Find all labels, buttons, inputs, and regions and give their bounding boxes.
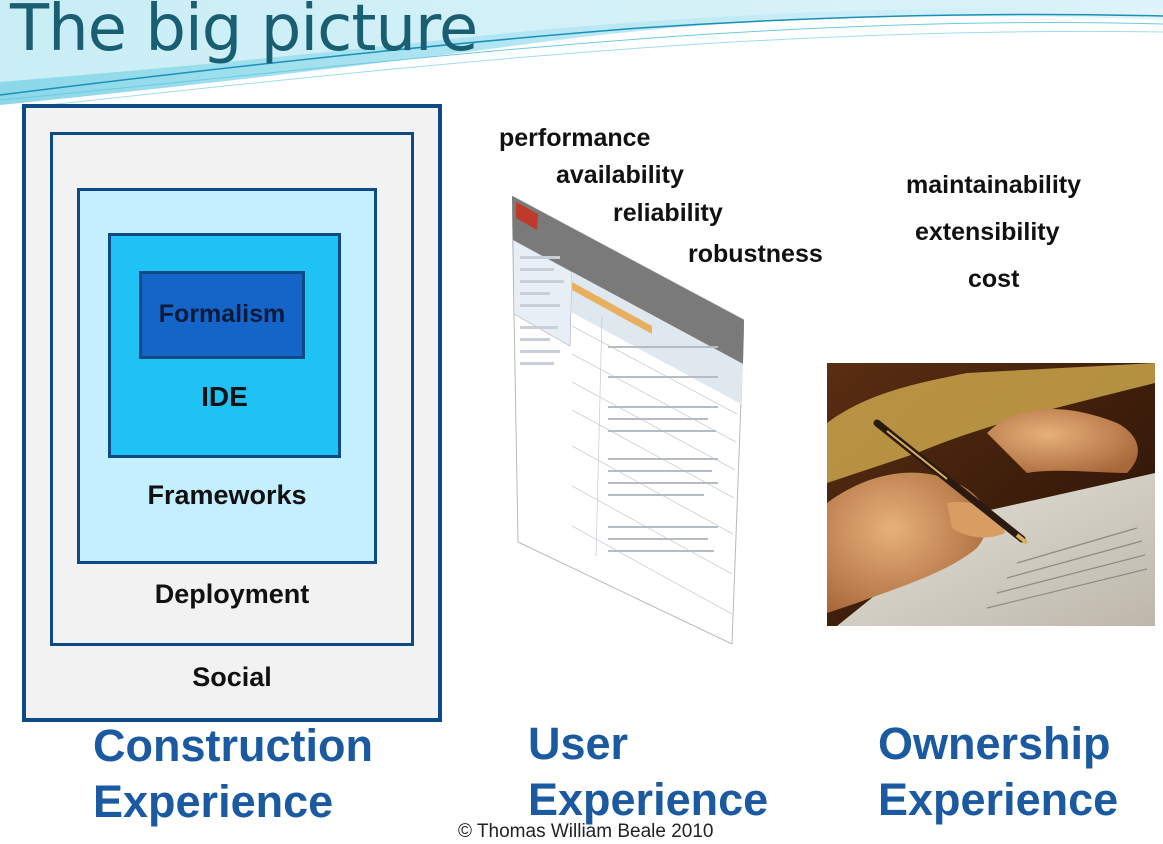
application-screenshot-image [512, 196, 744, 644]
construction-experience-line1: Construction [93, 720, 373, 771]
quality-cost: cost [968, 265, 1020, 293]
layer-ide-label: IDE [201, 381, 248, 412]
user-experience-line2: Experience [528, 774, 769, 825]
quality-availability: availability [556, 161, 684, 189]
layer-formalism-label: Formalism [158, 300, 286, 328]
ownership-experience-line1: Ownership [878, 718, 1111, 769]
contract-signing-photo [827, 363, 1155, 626]
quality-performance: performance [499, 124, 651, 152]
quality-extensibility: extensibility [915, 218, 1060, 246]
header-swoosh [0, 0, 1163, 109]
slide-title: The big picture [10, 0, 478, 66]
user-experience-line1: User [528, 718, 629, 769]
quality-reliability: reliability [613, 199, 723, 227]
ownership-experience-label: Ownership Experience [878, 716, 1118, 828]
quality-maintainability: maintainability [906, 171, 1082, 199]
layer-formalism-box [139, 271, 305, 359]
copyright-notice: © Thomas William Beale 2010 [458, 821, 714, 842]
quality-robustness: robustness [688, 240, 823, 268]
layer-frameworks-label: Frameworks [147, 480, 307, 510]
construction-experience-line2: Experience [93, 776, 334, 827]
layer-deployment-label: Deployment [154, 579, 310, 609]
ownership-experience-line2: Experience [878, 774, 1119, 825]
construction-experience-label: Construction Experience [93, 718, 373, 830]
user-experience-label: User Experience [528, 716, 768, 828]
layer-social-label: Social [192, 662, 272, 692]
